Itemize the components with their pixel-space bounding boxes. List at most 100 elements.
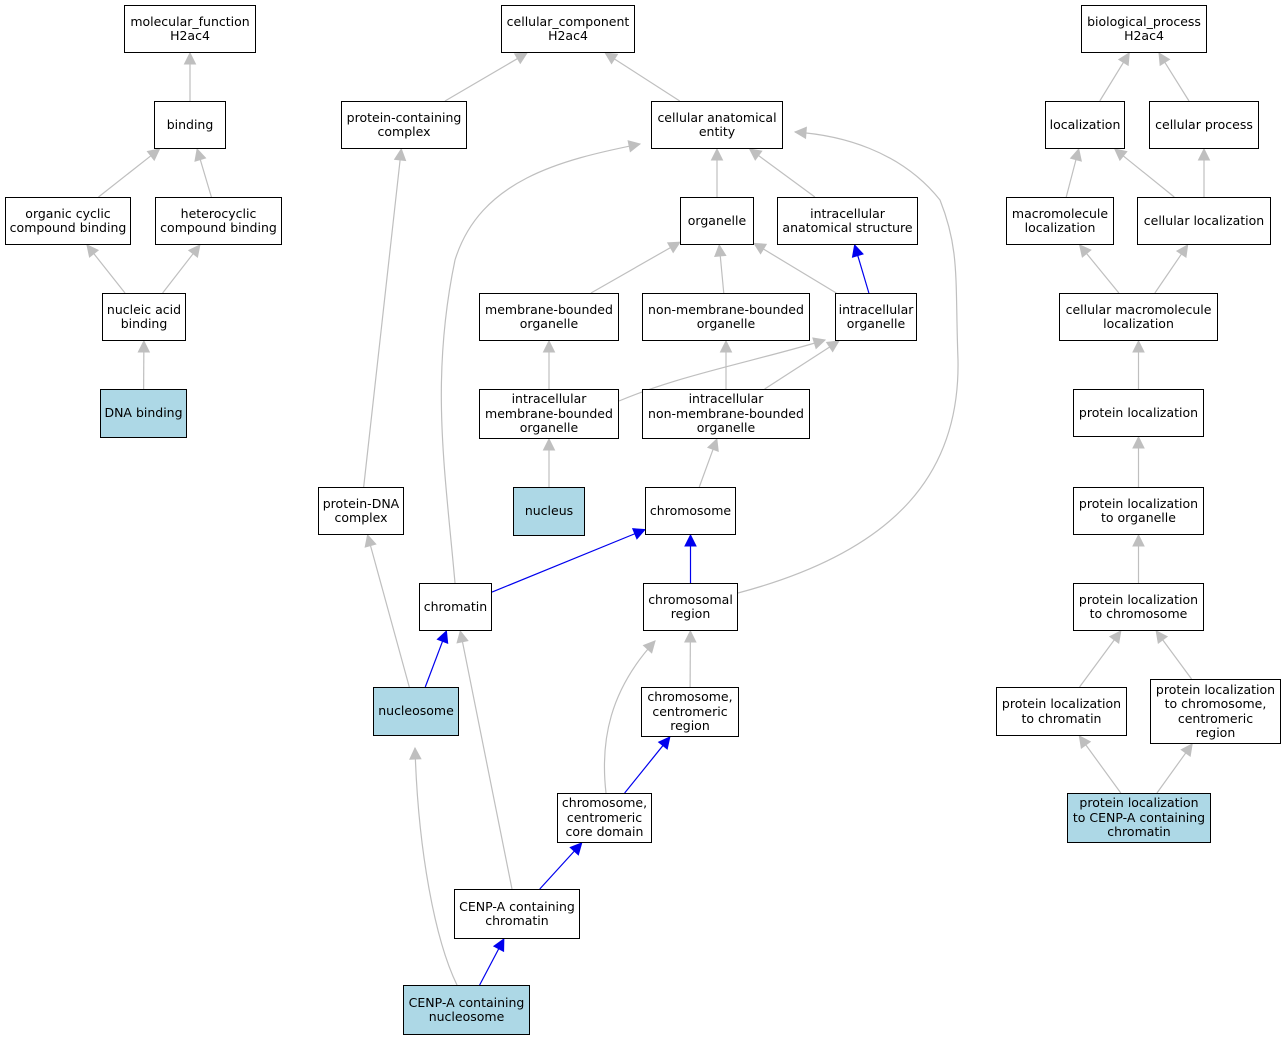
edge-arrowhead: [1180, 743, 1193, 758]
edge-arrowhead: [492, 938, 505, 953]
edge-nucleosome-to-chromatin: [424, 641, 444, 688]
go-term-pdna: protein-DNA complex: [318, 487, 404, 535]
go-term-loc: localization: [1045, 101, 1125, 149]
go-term-bp: biological_process H2ac4: [1081, 5, 1207, 53]
edge-arrowhead: [657, 736, 671, 750]
edge-cenpac-to-chromatin: [461, 641, 513, 890]
go-term-organelle: organelle: [680, 197, 754, 245]
go-term-cae: cellular anatomical entity: [651, 101, 783, 149]
edge-nmbo-to-organelle: [719, 255, 725, 294]
edge-arrowhead: [684, 533, 697, 547]
go-term-ccr: chromosome, centromeric region: [641, 687, 739, 737]
edge-chrreg-to-cae: [737, 131, 959, 594]
edge-arrowhead: [1117, 52, 1130, 67]
go-term-plchr: protein localization to chromatin: [996, 687, 1127, 736]
edge-cp-to-bp: [1164, 62, 1190, 102]
edge-io-to-organelle: [763, 248, 837, 294]
edge-arrowhead: [146, 148, 161, 162]
go-term-cenpan: CENP-A containing nucleosome: [403, 985, 530, 1035]
go-term-mf: molecular_function H2ac4: [124, 5, 256, 53]
edge-arrowhead: [137, 339, 151, 353]
edge-io-to-ias: [857, 255, 870, 294]
edge-arrowhead: [1132, 435, 1145, 449]
edge-arrowhead: [542, 437, 556, 451]
edge-plccr-to-plc: [1162, 639, 1193, 680]
edge-arrowhead: [1155, 630, 1169, 645]
go-term-plc: protein localization to chromosome: [1073, 583, 1204, 631]
edge-cenpan-to-cenpac: [479, 948, 500, 986]
go-term-cccd: chromosome, centromeric core domain: [557, 793, 652, 843]
go-term-io: intracellular organelle: [835, 293, 917, 341]
edge-arrowhead: [793, 126, 807, 140]
edge-cml-to-cl: [1154, 253, 1182, 294]
edge-nab-to-ocb: [93, 253, 126, 294]
edge-chromatin-to-chromosome: [491, 533, 636, 593]
edge-arrowhead: [194, 147, 207, 162]
go-term-cl: cellular localization: [1137, 197, 1271, 245]
edge-arrowhead: [456, 629, 469, 644]
edge-arrowhead: [642, 640, 656, 654]
edge-arrowhead: [1078, 244, 1092, 258]
edge-arrowhead: [393, 147, 407, 162]
edge-cl-to-loc: [1122, 155, 1175, 198]
edge-chromosome-to-inmbo: [698, 449, 714, 488]
edge-arrowhead: [542, 339, 556, 353]
edge-plchr-to-plc: [1079, 639, 1115, 688]
edge-arrowhead: [1158, 52, 1171, 67]
edge-arrowhead: [748, 148, 763, 161]
edge-arrowhead: [627, 140, 642, 153]
go-term-ml: macromolecule localization: [1006, 197, 1114, 245]
edge-arrowhead: [86, 244, 100, 258]
go-term-dnab: DNA binding: [100, 389, 187, 438]
edge-cenpan-to-nucleosome: [414, 747, 458, 986]
edge-arrowhead: [1108, 630, 1122, 645]
edge-arrowhead: [409, 746, 422, 760]
go-term-inmbo: intracellular non-membrane-bounded organ…: [642, 389, 810, 439]
edge-arrowhead: [364, 533, 377, 548]
edge-nab-to-hcb: [162, 253, 194, 294]
go-term-nab: nucleic acid binding: [102, 293, 186, 341]
edge-arrowhead: [666, 241, 681, 254]
go-term-cenpac: CENP-A containing chromatin: [454, 889, 580, 939]
edge-arrowhead: [1132, 339, 1145, 353]
edge-ml-to-loc: [1065, 159, 1077, 198]
edge-arrowhead: [187, 244, 201, 258]
edge-nucleosome-to-pdna: [369, 545, 410, 688]
edge-hcb-to-binding: [199, 159, 212, 198]
edge-ocb-to-binding: [98, 155, 152, 198]
edge-arrowhead: [604, 52, 619, 65]
edge-arrowhead: [436, 629, 449, 644]
edge-arrowhead: [1069, 147, 1082, 162]
edge-cae-to-cc: [614, 58, 681, 102]
edge-arrowhead: [719, 339, 733, 353]
edge-arrowhead: [569, 842, 583, 856]
edge-arrowhead: [753, 242, 768, 255]
go-term-pl: protein localization: [1073, 389, 1204, 437]
go-term-mbo: membrane-bounded organelle: [479, 293, 619, 341]
edge-cccd-to-ccr: [624, 745, 664, 794]
go-term-pcc: protein-containing complex: [341, 101, 467, 149]
edge-inmbo-to-io: [764, 346, 830, 390]
edge-cccd-to-chrreg: [603, 640, 656, 794]
go-term-hcb: heterocyclic compound binding: [155, 197, 282, 245]
edge-arrowhead: [631, 528, 647, 540]
go-term-nucleus: nucleus: [513, 487, 585, 536]
edge-plcenp-to-plchr: [1085, 744, 1122, 794]
edge-arrowhead: [513, 52, 528, 65]
go-term-binding: binding: [154, 101, 226, 149]
edge-pdna-to-pcc: [363, 159, 401, 488]
edge-arrowhead: [1175, 244, 1189, 259]
go-term-chromosome: chromosome: [645, 487, 736, 535]
edge-chromatin-to-cae: [440, 143, 641, 584]
edge-arrowhead: [1197, 147, 1211, 161]
go-term-plo: protein localization to organelle: [1073, 487, 1204, 535]
go-term-ocb: organic cyclic compound binding: [5, 197, 131, 245]
go-term-chrreg: chromosomal region: [643, 583, 738, 631]
go-term-imbo: intracellular membrane-bounded organelle: [479, 389, 619, 439]
go-term-nmbo: non-membrane-bounded organelle: [642, 293, 810, 341]
go-term-cml: cellular macromolecule localization: [1059, 293, 1218, 341]
go-term-chromatin: chromatin: [419, 583, 492, 631]
edge-arrowhead: [710, 147, 724, 161]
edge-arrowhead: [825, 340, 840, 353]
